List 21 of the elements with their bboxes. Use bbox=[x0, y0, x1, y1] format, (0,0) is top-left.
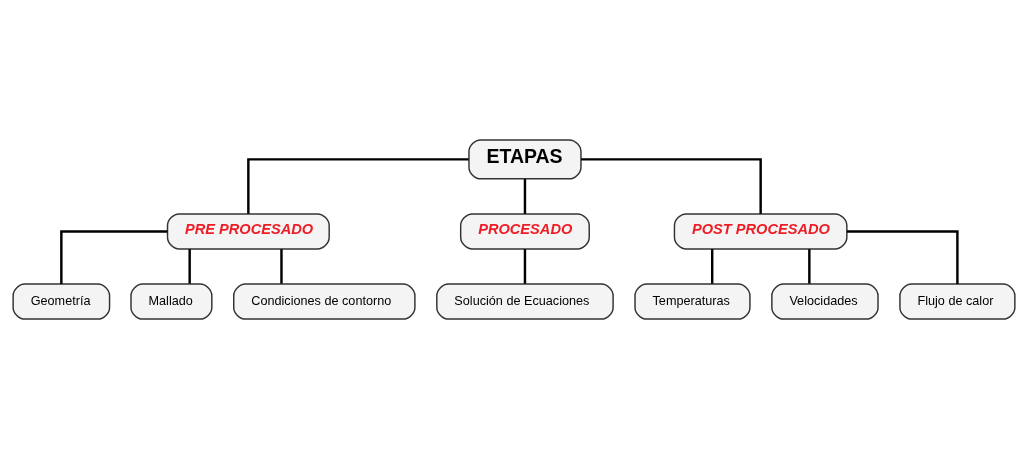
connector bbox=[523, 179, 527, 214]
connector bbox=[808, 249, 811, 284]
connector bbox=[523, 249, 527, 284]
connector bbox=[846, 230, 959, 284]
node-box: Condiciones de contorno bbox=[233, 283, 416, 320]
node-box: Mallado bbox=[130, 283, 213, 320]
node-box: ETAPAS bbox=[468, 139, 582, 180]
node-box: POST PROCESADO bbox=[673, 213, 848, 250]
connector bbox=[711, 249, 714, 284]
connector bbox=[280, 249, 283, 284]
node-box: PROCESADO bbox=[459, 213, 590, 250]
node-box: Geometría bbox=[12, 283, 111, 320]
node-box: Solución de Ecuaciones bbox=[436, 283, 614, 320]
connector bbox=[188, 249, 191, 284]
node-box: Temperaturas bbox=[634, 283, 751, 320]
connector bbox=[60, 230, 168, 284]
connector bbox=[581, 158, 762, 214]
connector bbox=[247, 158, 469, 214]
node-box: Velocidades bbox=[771, 283, 879, 320]
node-box: PRE PROCESADO bbox=[166, 213, 330, 250]
node-box: Flujo de calor bbox=[899, 283, 1016, 320]
